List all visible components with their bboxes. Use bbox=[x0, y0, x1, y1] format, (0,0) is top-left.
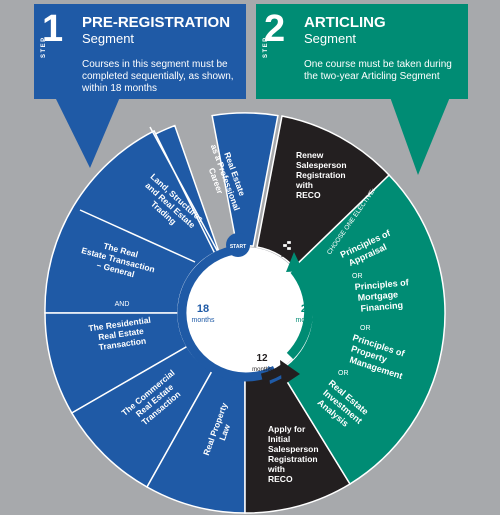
step1-callout-pointer bbox=[55, 97, 120, 168]
step2-title: ARTICLING bbox=[304, 14, 386, 31]
step1-header: 1 STEP PRE-REGISTRATION Segment Courses … bbox=[34, 4, 246, 99]
step1-title: PRE-REGISTRATION bbox=[82, 14, 231, 31]
black-progress-arrowhead bbox=[280, 360, 300, 386]
apply-line4: Registration bbox=[268, 454, 318, 464]
green-duration-unit: months bbox=[296, 317, 319, 324]
seg3-and: AND bbox=[115, 301, 130, 308]
apply-line2: Initial bbox=[268, 434, 290, 444]
step1-step-label: STEP bbox=[41, 36, 47, 58]
apply-line6: RECO bbox=[268, 474, 293, 484]
wheel-hub bbox=[179, 247, 311, 379]
renew-line4: with bbox=[295, 180, 313, 190]
blue-duration-number: 18 bbox=[197, 303, 209, 315]
blue-progress-arc bbox=[177, 244, 278, 382]
or-label-3: OR bbox=[338, 370, 349, 377]
elective2-line2: Mortgage bbox=[357, 289, 398, 302]
blue-duration-unit: months bbox=[192, 317, 215, 324]
apply-line5: with bbox=[267, 464, 285, 474]
elective2-line3: Financing bbox=[360, 300, 403, 314]
step1-description: Courses in this segment must be complete… bbox=[82, 59, 234, 94]
checkered-flag-icon bbox=[281, 240, 292, 257]
renew-line1: Renew bbox=[296, 150, 324, 160]
or-label-2: OR bbox=[360, 325, 371, 332]
step2-header: 2 STEP ARTICLING Segment One course must… bbox=[256, 4, 468, 99]
step1-subtitle: Segment bbox=[82, 31, 135, 46]
step2-step-label: STEP bbox=[263, 36, 269, 58]
apply-line1: Apply for bbox=[268, 424, 306, 434]
green-progress-arrowhead bbox=[286, 252, 303, 272]
green-duration-number: 24 bbox=[301, 303, 314, 315]
start-label: START bbox=[230, 244, 246, 250]
step1-number: 1 bbox=[42, 8, 64, 50]
black-duration-unit: months bbox=[252, 367, 272, 373]
step2-subtitle: Segment bbox=[304, 31, 357, 46]
elective2-line1: Principles of bbox=[354, 277, 410, 292]
black-duration-number: 12 bbox=[256, 353, 268, 364]
wheel-sector-renew bbox=[256, 115, 391, 269]
or-label-1: OR bbox=[352, 273, 363, 280]
renew-line3: Registration bbox=[296, 170, 346, 180]
renew-line5: RECO bbox=[296, 190, 321, 200]
start-marker bbox=[226, 233, 250, 257]
green-progress-arc bbox=[286, 267, 314, 360]
step2-callout-pointer bbox=[390, 97, 450, 175]
wheel-sector-seg1 bbox=[211, 112, 279, 247]
apply-line3: Salesperson bbox=[268, 444, 319, 454]
step2-description: One course must be taken during the two-… bbox=[304, 59, 452, 82]
step2-number: 2 bbox=[264, 8, 286, 50]
renew-line2: Salesperson bbox=[296, 160, 347, 170]
